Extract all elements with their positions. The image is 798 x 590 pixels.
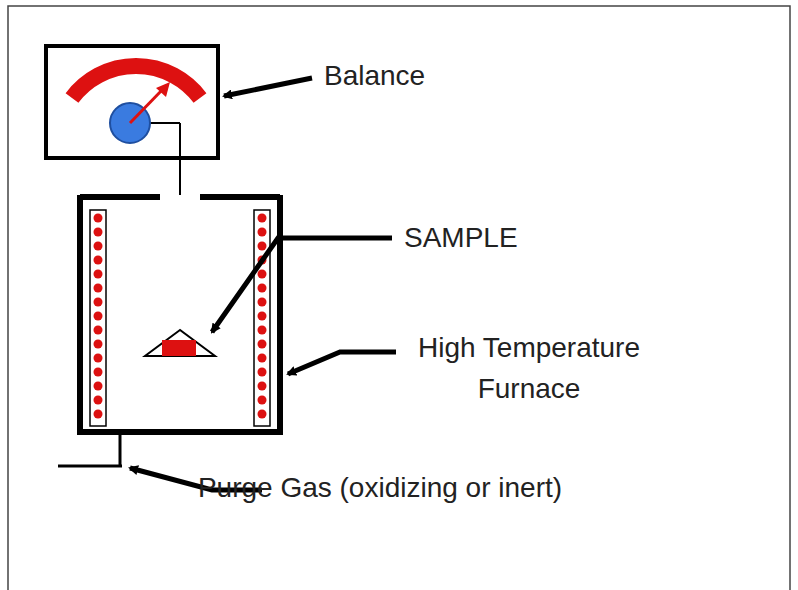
heater-coil	[258, 312, 267, 321]
heater-coil	[258, 396, 267, 405]
balance-label: Balance	[324, 56, 524, 97]
heater-coil	[94, 368, 103, 377]
heater-coil	[94, 270, 103, 279]
heater-coil	[258, 228, 267, 237]
heater-coil	[94, 410, 103, 419]
heater-coil	[258, 284, 267, 293]
heater-coil	[258, 354, 267, 363]
heater-coil	[258, 326, 267, 335]
heater-coil	[94, 298, 103, 307]
purge-gas-label: Purge Gas (oxidizing or inert)	[195, 468, 565, 509]
heater-coil	[94, 326, 103, 335]
heater-coil	[258, 410, 267, 419]
sample-label: SAMPLE	[404, 218, 604, 259]
furnace-label: High Temperature Furnace	[404, 328, 654, 409]
heater-coil	[258, 242, 267, 251]
heater-coil	[94, 340, 103, 349]
heater-coil	[258, 368, 267, 377]
heater-coil	[94, 312, 103, 321]
heater-coil	[258, 270, 267, 279]
heater-coil	[94, 242, 103, 251]
heater-coil	[94, 382, 103, 391]
heater-coil	[94, 284, 103, 293]
heater-coil	[94, 256, 103, 265]
heater-coil	[258, 298, 267, 307]
heater-coil	[258, 382, 267, 391]
heater-coil	[94, 228, 103, 237]
heater-coil	[94, 214, 103, 223]
heater-coil	[94, 354, 103, 363]
heater-coil	[258, 340, 267, 349]
heater-coil	[258, 214, 267, 223]
heater-coil	[94, 396, 103, 405]
